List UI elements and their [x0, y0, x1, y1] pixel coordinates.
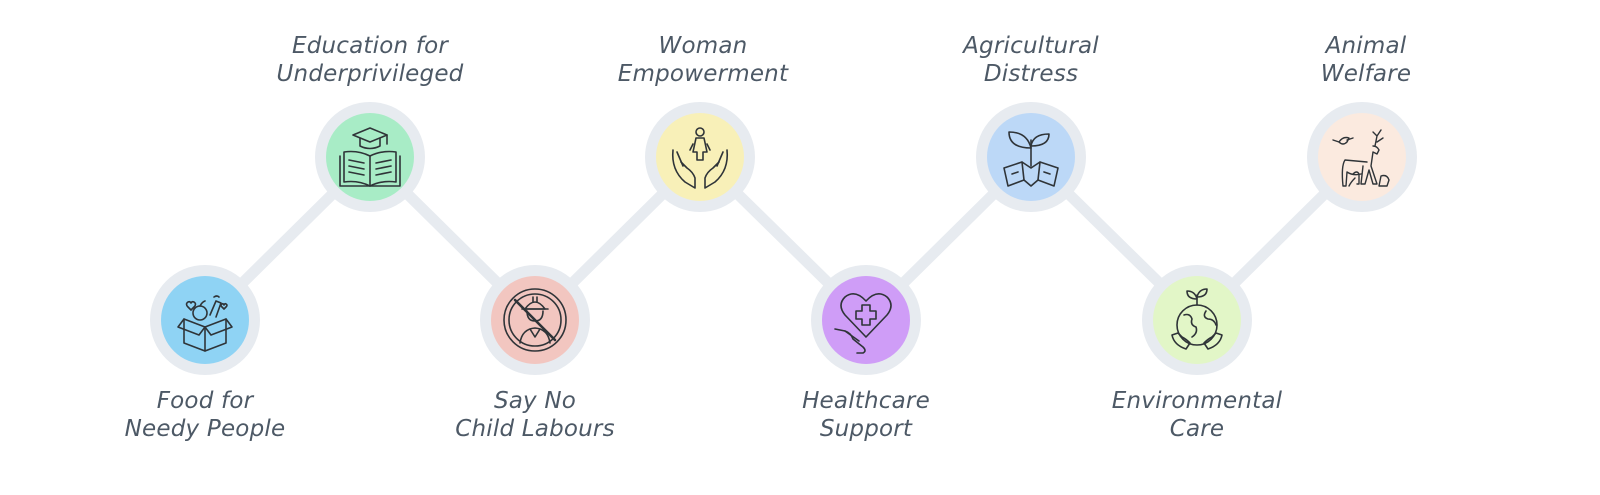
cause-label-line1: Education for [291, 33, 449, 59]
cause-label-line2: Support [819, 416, 913, 442]
cause-node-animal [1307, 102, 1417, 212]
cause-label-line2: Empowerment [617, 61, 789, 87]
icon-disc [987, 113, 1075, 201]
cause-node-environment [1142, 265, 1252, 375]
animals-icon [1332, 129, 1390, 187]
cause-node-food [150, 265, 260, 375]
cause-label-animal: Animal Welfare [1236, 32, 1496, 88]
cause-label-environment: Environmental Care [1067, 387, 1327, 443]
cause-label-line1: Environmental [1111, 388, 1283, 414]
cause-label-line2: Child Labours [455, 416, 615, 442]
hands-woman-icon [671, 127, 729, 189]
icon-disc [1318, 113, 1406, 201]
cause-label-line1: Food for [156, 388, 254, 414]
cause-label-woman: Woman Empowerment [573, 32, 833, 88]
cause-label-line2: Needy People [124, 416, 286, 442]
cause-label-line1: Animal [1325, 33, 1407, 59]
donation-box-icon [177, 295, 233, 352]
cause-node-education [315, 102, 425, 212]
cause-node-healthcare [811, 265, 921, 375]
cause-label-line2: Underprivileged [276, 61, 464, 87]
cause-label-education: Education for Underprivileged [240, 32, 500, 88]
cause-node-woman [645, 102, 755, 212]
cause-label-line1: Say No [493, 388, 577, 414]
heart-medical-cross-hand-icon [834, 293, 892, 354]
cause-label-line2: Care [1169, 416, 1225, 442]
cause-label-line2: Distress [983, 61, 1079, 87]
icon-disc [656, 113, 744, 201]
cause-label-line1: Agricultural [963, 33, 1099, 59]
icon-disc [1153, 276, 1241, 364]
plant-field-icon [1003, 131, 1059, 187]
cause-label-line1: Woman [658, 33, 748, 59]
cause-label-agriculture: Agricultural Distress [901, 32, 1161, 88]
open-book-graduation-cap-icon [339, 127, 401, 187]
cause-node-child-labour [480, 265, 590, 375]
icon-disc [491, 276, 579, 364]
icon-disc [161, 276, 249, 364]
icon-disc [326, 113, 414, 201]
cause-label-healthcare: Healthcare Support [736, 387, 996, 443]
cause-label-line2: Welfare [1320, 61, 1412, 87]
icon-disc [822, 276, 910, 364]
cause-label-child-labour: Say No Child Labours [405, 387, 665, 443]
cause-label-food: Food for Needy People [75, 387, 335, 443]
cause-label-line1: Healthcare [802, 388, 930, 414]
cause-node-agriculture [976, 102, 1086, 212]
no-child-labour-icon [503, 288, 567, 352]
earth-hands-sprout-icon [1171, 288, 1223, 350]
